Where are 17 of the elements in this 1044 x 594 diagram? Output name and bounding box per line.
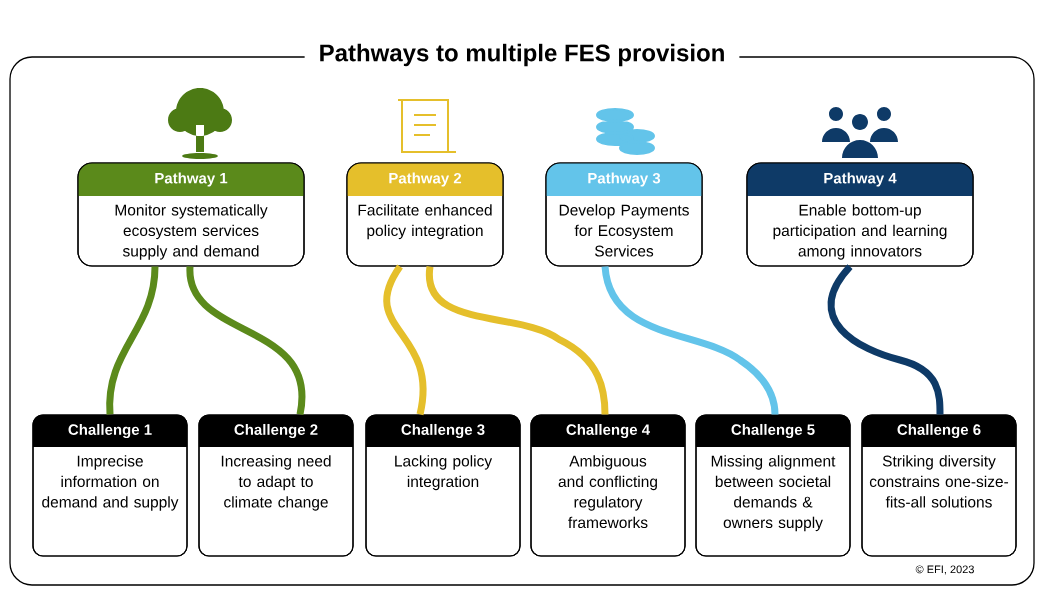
connector — [383, 264, 427, 415]
challenge-card: Challenge 3 Lacking policy integration — [365, 414, 521, 557]
connector — [186, 266, 306, 415]
challenge-card: Challenge 6 Striking diversity constrains one-size-fits-all solutions — [861, 414, 1017, 557]
challenge-card: Challenge 2 Increasing need to adapt to climate change — [198, 414, 354, 557]
pathway-card: Pathway 4 Enable bottom-up participation and learning among innovators — [746, 162, 974, 267]
connector — [601, 265, 779, 415]
pathway-card: Pathway 2 Facilitate enhanced policy integration — [346, 162, 504, 267]
challenge-card: Challenge 4 Ambiguous and conflicting regulatory frameworks — [530, 414, 686, 557]
pathway-card: Pathway 1 Monitor systematically ecosystem services supply and demand — [77, 162, 305, 267]
connector — [106, 266, 159, 415]
pathway-card: Pathway 3 Develop Payments for Ecosystem Services — [545, 162, 703, 267]
challenge-card: Challenge 1 Imprecise information on demand and supply — [32, 414, 188, 557]
connector — [827, 264, 944, 415]
title: Pathways to multiple FES provision — [304, 40, 740, 70]
connector — [426, 266, 609, 415]
challenge-card: Challenge 5 Missing alignment between societal demands & owners supply — [695, 414, 851, 557]
